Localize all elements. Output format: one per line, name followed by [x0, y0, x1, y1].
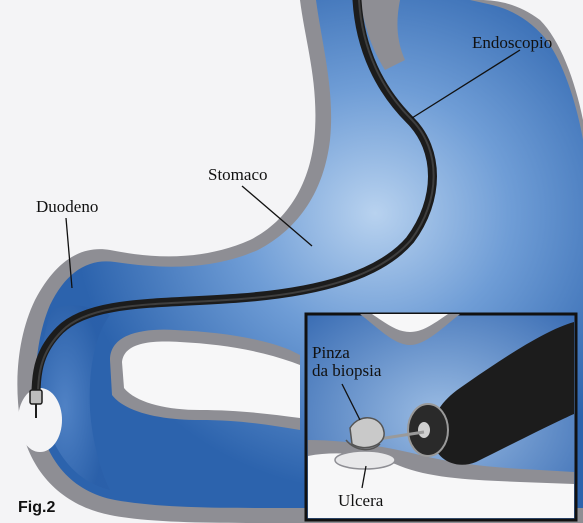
- ulcer-label: Ulcera: [338, 492, 383, 510]
- figure-number: Fig.2: [18, 500, 55, 516]
- stomach-label: Stomaco: [208, 166, 268, 183]
- endoscope-label: Endoscopio: [472, 34, 552, 51]
- forceps-jaw: [350, 418, 384, 448]
- inset-endoscope-channel: [418, 422, 430, 438]
- biopsy-forceps-label: Pinza da biopsia: [312, 344, 381, 380]
- biopsy-forceps-label-line2: da biopsia: [312, 362, 381, 380]
- duodenum-label: Duodeno: [36, 198, 98, 215]
- ulcer-crater: [335, 451, 395, 469]
- biopsy-forceps-label-line1: Pinza: [312, 344, 381, 362]
- endoscope-tip: [30, 390, 42, 404]
